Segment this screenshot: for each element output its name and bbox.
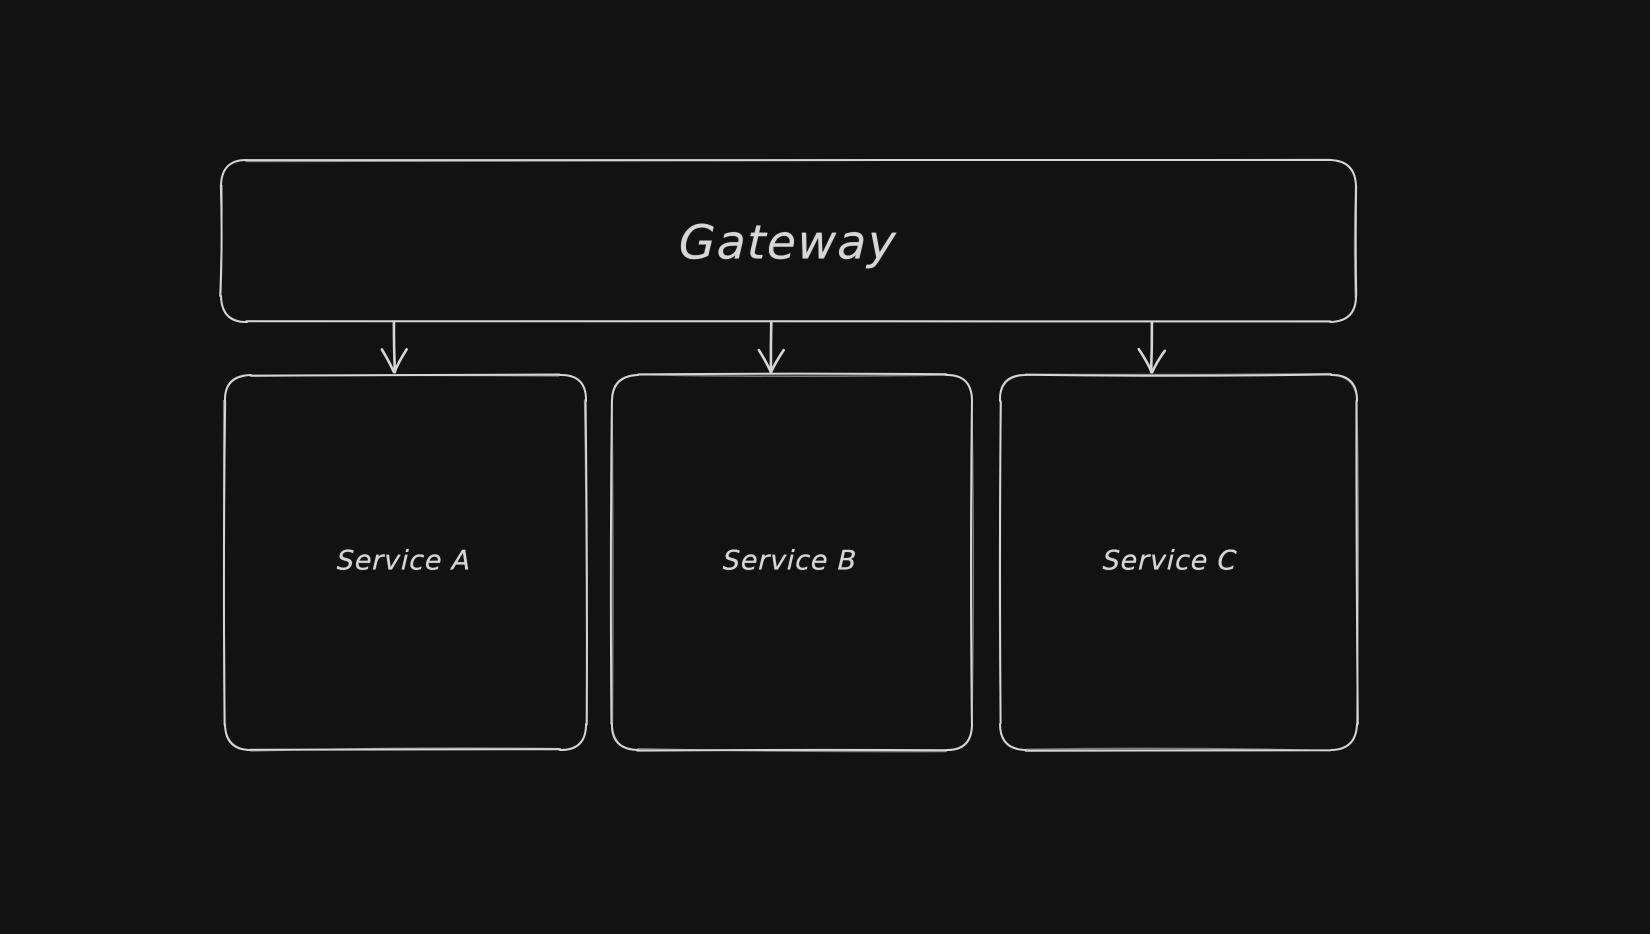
arrow-shaft-edge-gateway-service-c [1149, 321, 1154, 374]
node-service-c[interactable] [1000, 375, 1357, 750]
node-outline-service-a [222, 374, 588, 752]
node-service-b[interactable] [612, 375, 972, 750]
arrowhead-edge-gateway-service-a [380, 348, 408, 374]
node-service-a[interactable] [225, 375, 586, 750]
arrowhead-edge-gateway-service-c [1137, 347, 1167, 374]
edge-gateway-service-c[interactable] [1140, 322, 1164, 372]
arrow-shaft-edge-gateway-service-a [392, 320, 397, 374]
node-outline-service-c [998, 372, 1359, 752]
arrowhead-edge-gateway-service-b [757, 348, 785, 374]
edge-gateway-service-b[interactable] [759, 322, 783, 372]
edge-gateway-service-a[interactable] [382, 322, 406, 372]
node-outline-service-b [611, 374, 974, 753]
node-gateway[interactable] [221, 160, 1356, 322]
